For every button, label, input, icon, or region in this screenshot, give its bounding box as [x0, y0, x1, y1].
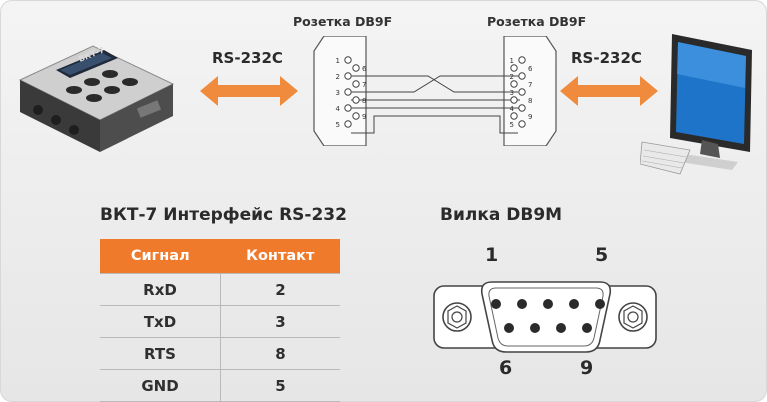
plug-pin: [556, 323, 566, 333]
plug-pin: [491, 299, 501, 309]
plug-pin: [543, 299, 553, 309]
plug-pin: [595, 299, 605, 309]
table-row: RTS 8: [100, 337, 340, 370]
connector-pin: [510, 64, 518, 72]
signal-cell: TxD: [100, 305, 221, 338]
connector-pin-number: 8: [528, 97, 532, 105]
connector-pin: [344, 88, 352, 96]
connector-pin-number: 2: [336, 73, 340, 81]
connector-pin-number: 6: [528, 65, 533, 73]
signal-cell: RxD: [100, 273, 221, 306]
plug-pin-label-9: 9: [580, 357, 594, 379]
connector-pin: [344, 104, 352, 112]
signal-cell: GND: [100, 369, 221, 402]
contact-cell: 5: [220, 369, 340, 402]
connector-pin-number: 2: [510, 73, 514, 81]
connector-pin: [352, 112, 360, 120]
connector-pin-number: 7: [528, 81, 532, 89]
plug-pin: [582, 323, 592, 333]
plug-pin: [569, 299, 579, 309]
connector-pin: [518, 104, 526, 112]
connector-pin-number: 7: [362, 81, 366, 89]
connector-pin: [352, 80, 360, 88]
plug-pin: [504, 323, 514, 333]
header-signal: Сигнал: [100, 239, 221, 274]
connector-pin-number: 5: [510, 121, 514, 129]
plug-pin: [517, 299, 527, 309]
vkt7-device-illustration: ВКТ-7: [18, 45, 175, 152]
connector-pin-number: 3: [510, 89, 514, 97]
contact-cell: 3: [220, 305, 340, 338]
connector-pin-number: 4: [336, 105, 341, 113]
plug-pin-label-5: 5: [595, 244, 609, 266]
signal-cell: RTS: [100, 337, 221, 370]
table-row: TxD 3: [100, 305, 340, 338]
left-connector-label: Розетка DB9F: [293, 14, 393, 29]
connector-pin: [518, 56, 526, 64]
left-double-arrow-icon: [200, 76, 298, 106]
right-link-label: RS-232C: [571, 49, 642, 67]
table-row: RxD 2: [100, 273, 340, 306]
connector-pin: [352, 64, 360, 72]
connector-pin-number: 8: [362, 97, 366, 105]
connector-pin: [344, 120, 352, 128]
plug-pin-label-6: 6: [499, 357, 513, 379]
contact-cell: 8: [220, 337, 340, 370]
connector-pin-number: 9: [528, 113, 532, 121]
contact-cell: 2: [220, 273, 340, 306]
connector-pin: [510, 80, 518, 88]
connector-pin-number: 9: [362, 113, 366, 121]
connector-pin-number: 1: [336, 57, 340, 65]
connector-pin-number: 4: [510, 105, 515, 113]
left-link-label: RS-232C: [212, 49, 283, 67]
right-connector-label: Розетка DB9F: [487, 14, 587, 29]
connector-pin-number: 1: [510, 57, 514, 65]
signal-pin-table: Сигнал Контакт RxD 2 TxD 3 RTS 8 GND 5: [100, 239, 340, 402]
table-header-row: Сигнал Контакт: [100, 239, 340, 274]
connector-pin: [518, 88, 526, 96]
connector-pin: [352, 96, 360, 104]
connector-pin-number: 3: [336, 89, 340, 97]
connector-pin: [510, 112, 518, 120]
connector-pin-number: 5: [336, 121, 340, 129]
connector-pin: [344, 56, 352, 64]
right-double-arrow-icon: [560, 76, 658, 106]
plug-pin-label-1: 1: [485, 244, 499, 266]
db9m-plug-illustration: [433, 281, 657, 353]
header-contact: Контакт: [220, 239, 340, 274]
table-row: GND 5: [100, 369, 340, 402]
computer-illustration: [640, 34, 752, 175]
plug-title: Вилка DB9M: [440, 205, 563, 225]
connector-pin: [518, 120, 526, 128]
connector-pin: [510, 96, 518, 104]
plug-pin: [530, 323, 540, 333]
table-title: ВКТ-7 Интерфейс RS-232: [100, 205, 347, 225]
cable-wiring-diagram: 1 2 3 4 5 6 7 8 9 1 2 3 4 5 6 7 8 9: [313, 36, 557, 146]
connector-pin: [518, 72, 526, 80]
connector-pin-number: 6: [362, 65, 367, 73]
connector-pin: [344, 72, 352, 80]
